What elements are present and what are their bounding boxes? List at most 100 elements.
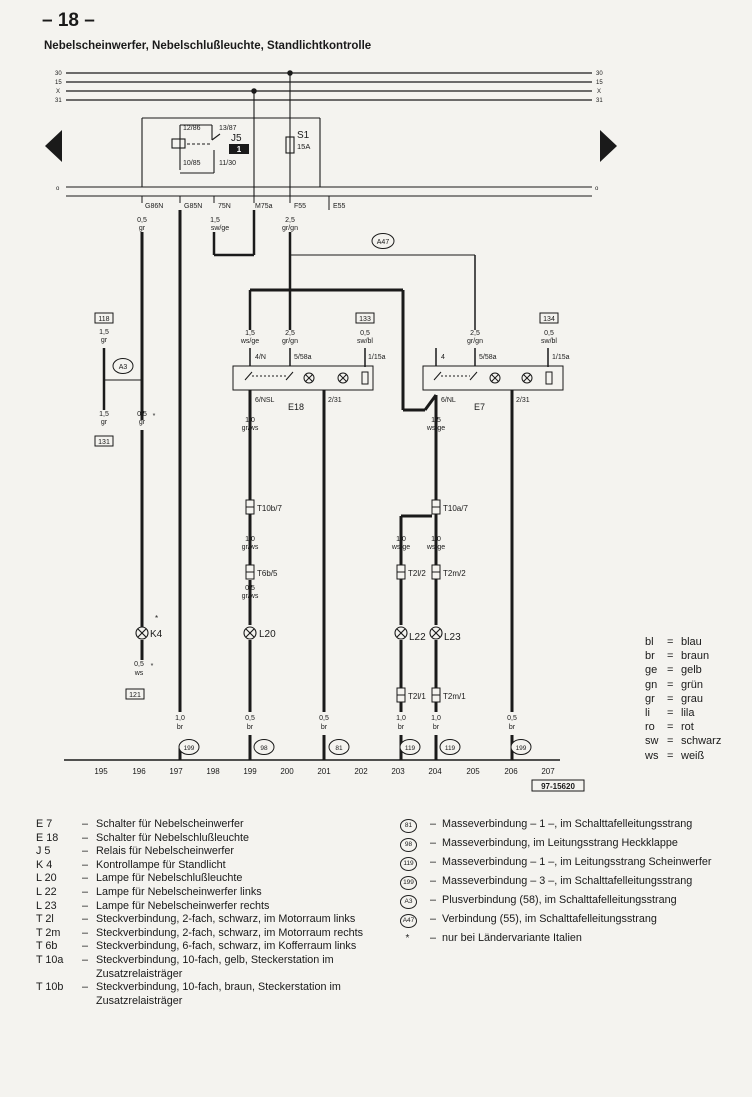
t2l2-label: T2l/2: [408, 569, 426, 578]
abbr-value: gelb: [681, 664, 702, 677]
rail-label-30-left: 30: [55, 71, 62, 77]
legend-item: A3–Plusverbindung (58), im Schalttafelle…: [398, 894, 728, 909]
a3-marker-icon: [112, 358, 134, 374]
switch-e18-contacts: [244, 371, 369, 385]
scale-197: 197: [169, 767, 183, 776]
component-legend: E 7–Schalter für Nebelscheinwerfer E 18–…: [36, 818, 376, 1008]
ground-symbol-icon: 81: [400, 819, 417, 833]
lamps: [135, 626, 443, 640]
a47-marker-label: A47: [377, 239, 390, 246]
abbr-key: sw: [645, 735, 659, 748]
t10b-out-color: gr/ws: [242, 544, 259, 551]
legend-desc: Steckverbindung, 2-fach, schwarz, im Mot…: [96, 913, 356, 926]
legend-desc: Steckverbindung, 6-fach, schwarz, im Kof…: [96, 940, 357, 953]
bottom-wire-204-color: br: [433, 724, 440, 731]
power-rails: [66, 72, 592, 101]
abbr-row: ge=gelb: [645, 664, 702, 677]
t10a-left-size: 1,0: [396, 536, 406, 543]
switch-e7-contacts: [433, 371, 553, 385]
wire-label-f55-color: gr/gn: [282, 225, 298, 232]
ground-label-119-b: 119: [445, 745, 456, 752]
bottom-wire-206-size: 0,5: [507, 715, 517, 722]
l22-label: L22: [409, 632, 426, 643]
rail-label-31-left: 31: [55, 98, 62, 104]
e7-pin-2-31: 2/31: [516, 397, 530, 404]
next-page-arrow-icon: [600, 130, 617, 162]
relay-terminal-12-86: 12/86: [183, 125, 201, 132]
bottom-wire-197-size: 1,0: [175, 715, 185, 722]
a3-bottom-size: 1,5: [99, 411, 109, 418]
legend-item: 81–Masseverbindung – 1 –, im Schalttafel…: [398, 818, 728, 833]
legend-desc: Schalter für Nebelschlußleuchte: [96, 831, 250, 844]
connector-g85n: G85N: [184, 203, 202, 210]
legend-item: T 10a–Steckverbindung, 10-fach, gelb, St…: [36, 954, 376, 981]
relay-number: 1: [237, 145, 242, 154]
scale-207: 207: [541, 767, 555, 776]
abbr-key: li: [645, 707, 650, 720]
legend-desc: Lampe für Nebelscheinwerfer rechts: [96, 899, 270, 912]
wire-label-75n-color: sw/ge: [211, 225, 229, 232]
legend-item: T 2m–Steckverbindung, 2-fach, schwarz, i…: [36, 927, 376, 941]
abbr-key: ws: [645, 749, 659, 762]
a3-marker-label: A3: [119, 364, 128, 371]
ground-circle-right-icon: o: [595, 186, 599, 192]
k4-feed-size: 0,5: [137, 411, 147, 418]
abbr-row: gr=grau: [645, 692, 704, 705]
legend-desc: Relais für Nebelscheinwerfer: [96, 845, 235, 858]
abbr-key: br: [645, 650, 655, 663]
bottom-wire-201-color: br: [321, 724, 328, 731]
abbr-value: lila: [681, 707, 695, 720]
abbr-value: weiß: [681, 749, 705, 762]
connector-e55: E55: [333, 203, 346, 210]
k4-out-star: *: [151, 663, 154, 670]
legend-item: T 2l–Steckverbindung, 2-fach, schwarz, i…: [36, 913, 376, 927]
scale-195: 195: [94, 767, 108, 776]
relay-terminal-10-85: 10/85: [183, 160, 201, 167]
wire-label-f55-size: 2,5: [285, 217, 295, 224]
scale-201: 201: [317, 767, 331, 776]
legend-code: T 6b: [36, 940, 58, 953]
legend-desc: Masseverbindung – 3 –, im Schalttafellei…: [442, 875, 693, 887]
t10a-right-size: 1,0: [431, 536, 441, 543]
t10b-out-size: 1,0: [245, 536, 255, 543]
e7-name: E7: [474, 402, 485, 412]
legend-desc: Plusverbindung (58), im Schalttafelleitu…: [442, 894, 677, 906]
k4-star: *: [155, 614, 158, 623]
legend-item: L 22–Lampe für Nebelscheinwerfer links: [36, 886, 376, 900]
box-133-label: 133: [359, 316, 371, 323]
rail-label-x-left: X: [56, 89, 60, 95]
page-number: – 18 –: [42, 10, 95, 31]
abbr-value: schwarz: [681, 735, 722, 748]
box-118: [94, 312, 114, 324]
ground-98-icon: [253, 739, 275, 755]
scale-198: 198: [206, 767, 220, 776]
abbr-key: ge: [645, 664, 658, 677]
previous-page-arrow-icon: [45, 130, 62, 162]
legend-code: L 20: [36, 872, 57, 885]
legend-desc: Steckverbindung, 10-fach, gelb, Steckers…: [96, 953, 334, 980]
t6b-out-size: 0,5: [245, 585, 255, 592]
ground-label-81: 81: [335, 745, 343, 752]
fuse-s1: [285, 70, 295, 196]
ground-label-199-b: 199: [516, 745, 527, 752]
bottom-wire-203-size: 1,0: [396, 715, 406, 722]
k4-out-size: 0,5: [134, 661, 144, 668]
e7-in1-color: gr/gn: [467, 338, 483, 345]
legend-code: T 10b: [36, 981, 64, 994]
box-131-label: 131: [98, 439, 110, 446]
doc-id: 97-15620: [541, 782, 575, 791]
relay-panel: [66, 117, 592, 197]
switch-e7-body: [422, 365, 564, 391]
l20-lamp-icon: [243, 626, 257, 640]
e7-pin-5-58a: 5/58a: [479, 354, 497, 361]
k4-lamp-icon: [135, 626, 149, 640]
k4-feed-color: gr: [139, 419, 146, 426]
legend-code: J 5: [36, 845, 51, 858]
abbr-key: bl: [645, 636, 654, 648]
box-134: [539, 312, 559, 324]
l22-lamp-icon: [394, 626, 408, 640]
rail-label-15-left: 15: [55, 80, 62, 86]
e7-in2-size: 0,5: [544, 330, 554, 337]
abbr-row: br=braun: [645, 650, 710, 663]
scale-200: 200: [280, 767, 294, 776]
